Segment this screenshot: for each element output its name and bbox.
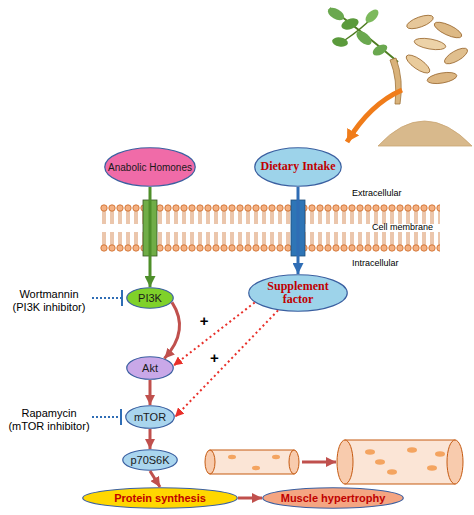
herb-illustration	[326, 5, 402, 104]
node-text-area: Muscle hypertrophy	[262, 487, 404, 509]
inhibitor-bar	[120, 409, 122, 425]
fiber-end	[447, 440, 463, 484]
node-text-area: Supplement factor	[248, 274, 348, 312]
kinase-ellipse: Akt	[126, 356, 174, 380]
intake-ellipse: Dietary Intake	[254, 147, 342, 187]
growth-arrow	[302, 461, 336, 464]
flow-arrow	[175, 310, 278, 417]
node-text-area: Protein synthesis	[82, 487, 238, 509]
edge-label: +	[194, 312, 214, 329]
ellipse-shape	[123, 450, 178, 471]
ellipse-shape	[83, 488, 238, 509]
node-text-area: p70S6K	[122, 449, 178, 471]
root-slices	[404, 13, 470, 86]
kinase-ellipse: mTOR	[125, 405, 175, 429]
flow-arrow	[149, 187, 152, 287]
node-text-area: Anabolic Homones	[104, 147, 196, 187]
processing-arrow	[347, 90, 402, 142]
ellipse-shape	[105, 148, 196, 187]
fiber-end	[289, 450, 299, 474]
nucleus	[407, 447, 417, 453]
node-text: Supplement factor	[252, 280, 344, 306]
nucleus	[272, 455, 280, 459]
nucleus	[435, 451, 445, 457]
kinase-ellipse: PI3K	[126, 287, 174, 309]
flow-arrow	[150, 471, 160, 487]
receptor-channel	[143, 200, 157, 256]
nucleus	[228, 455, 236, 459]
nucleus	[375, 459, 385, 465]
ellipse-shape	[127, 288, 174, 309]
node-text: PI3K	[138, 292, 162, 304]
node-text: Dietary Intake	[261, 160, 336, 173]
flow-arrow	[174, 303, 255, 366]
node-text: Anabolic Homones	[108, 162, 192, 173]
node-text-area: PI3K	[126, 287, 174, 309]
region-label: Extracellular	[352, 188, 432, 198]
flow-arrow	[164, 302, 179, 358]
node-text: Akt	[142, 362, 158, 374]
root-slice	[413, 36, 446, 51]
flow-arrow	[238, 497, 262, 500]
inhibitor-label: Rapamycin (mTOR inhibitor)	[6, 407, 92, 432]
ellipse-shape	[127, 357, 174, 380]
region-label: Cell membrane	[372, 222, 462, 232]
inhibitor-line	[92, 416, 120, 418]
inhibitor-label: Wortmannin (PI3K inhibitor)	[6, 288, 92, 313]
plant-leaf	[331, 36, 348, 48]
ellipse-shape	[255, 148, 342, 187]
hormone-ellipse: Anabolic Homones	[104, 147, 196, 187]
fiber-body	[345, 440, 455, 484]
fiber-end	[337, 440, 353, 484]
root-slice	[442, 45, 470, 67]
node-text: Protein synthesis	[114, 492, 206, 504]
node-text-area: Dietary Intake	[254, 147, 342, 187]
transporter-channel	[291, 200, 305, 256]
root-slice	[426, 70, 457, 85]
fiber-body	[210, 450, 294, 474]
supplement-ellipse: Supplement factor	[248, 274, 348, 312]
node-text-area: mTOR	[125, 405, 175, 429]
outcome-ellipse: Protein synthesis	[82, 487, 238, 509]
node-text: p70S6K	[130, 454, 169, 466]
flow-arrow	[149, 429, 152, 449]
nucleus	[365, 449, 375, 455]
nucleus	[252, 466, 260, 470]
node-text: mTOR	[134, 411, 166, 423]
root-slice	[405, 13, 435, 32]
muscle-fiber-small	[205, 450, 299, 474]
node-text-area: Akt	[126, 356, 174, 380]
kinase-ellipse: p70S6K	[122, 449, 178, 471]
inhibitor-line	[92, 297, 121, 299]
plant-leaf	[371, 42, 389, 58]
muscle-fiber-large	[337, 440, 463, 484]
flow-arrow	[149, 380, 152, 405]
root-slice	[432, 19, 463, 41]
flow-arrow	[297, 187, 300, 274]
root-slice	[404, 52, 433, 76]
powder-mound	[378, 121, 472, 146]
nucleus	[427, 465, 437, 471]
plant-leaf	[340, 16, 360, 32]
inhibitor-bar	[121, 290, 123, 306]
ellipse-shape	[126, 406, 175, 429]
ellipse-shape	[263, 488, 404, 509]
nucleus	[387, 469, 397, 475]
plant-leaf	[354, 28, 374, 47]
node-text: Muscle hypertrophy	[281, 492, 386, 504]
plant-leaf	[363, 7, 381, 25]
fiber-end	[205, 450, 215, 474]
plant-leaf	[326, 5, 347, 23]
region-label: Intracellular	[352, 258, 432, 268]
edge-label: +	[205, 349, 225, 366]
ellipse-shape	[249, 275, 348, 312]
outcome-ellipse: Muscle hypertrophy	[262, 487, 404, 509]
